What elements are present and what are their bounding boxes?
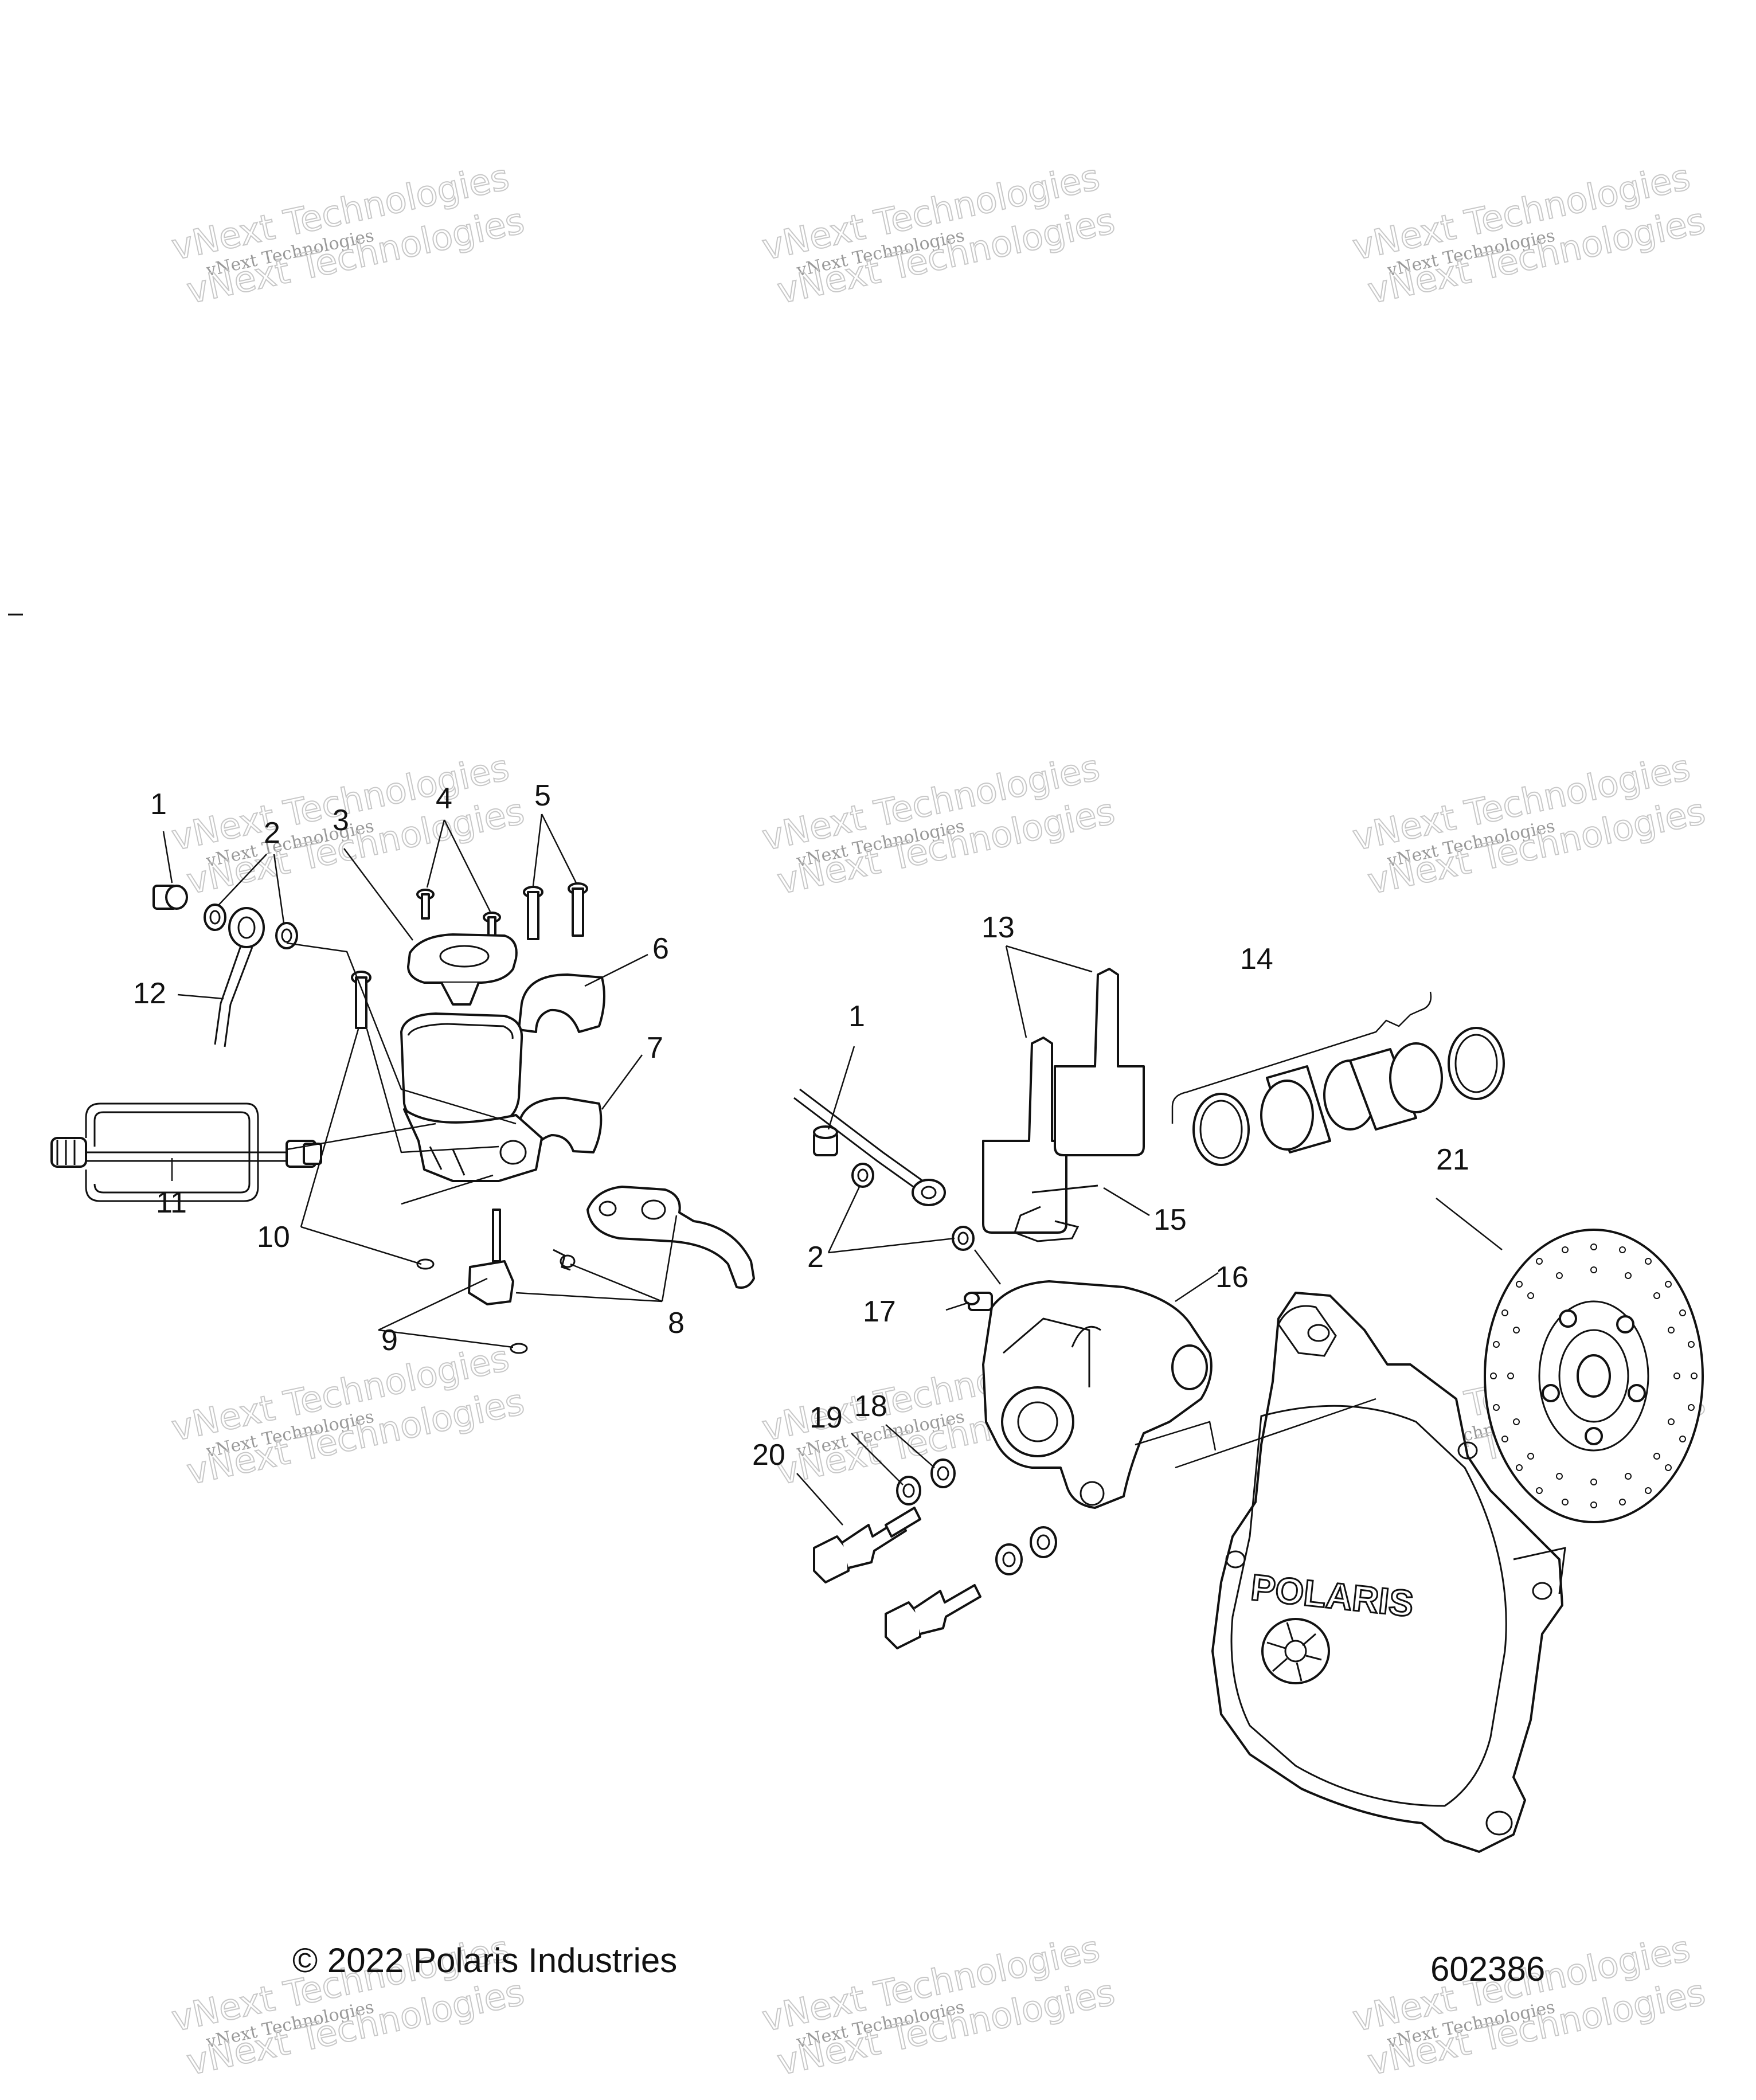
callout-labels: 1 2 3 4 5 6 7 8 9 10 11 12 13 14 15 16 1… bbox=[133, 779, 1469, 1472]
watermark: vNext Technologies vNext Technologies vN… bbox=[1348, 746, 1710, 903]
callout-17: 17 bbox=[863, 1295, 896, 1328]
brake-line-part bbox=[214, 907, 265, 1047]
callout-21: 21 bbox=[1436, 1143, 1469, 1176]
banjo-bolt-part bbox=[152, 885, 188, 910]
lever-clip-part bbox=[553, 1249, 576, 1271]
callout-12: 12 bbox=[133, 977, 166, 1010]
callout-20: 20 bbox=[752, 1438, 785, 1472]
callout-18: 18 bbox=[854, 1390, 887, 1423]
washer-hole bbox=[1002, 1551, 1016, 1567]
callout-4: 4 bbox=[436, 782, 452, 815]
watermark: vNext Technologies vNext Technologies vN… bbox=[167, 155, 529, 312]
bleeder-valve-part bbox=[964, 1292, 993, 1311]
disc-vent-holes bbox=[1490, 1243, 1698, 1508]
callout-2-right: 2 bbox=[807, 1241, 824, 1274]
washer-hole bbox=[902, 1483, 915, 1498]
master-cylinder-body-part bbox=[400, 1012, 543, 1182]
callout-2: 2 bbox=[264, 816, 280, 850]
callout-10: 10 bbox=[257, 1221, 290, 1254]
washer-part bbox=[952, 1226, 975, 1251]
reservoir-cap-part bbox=[407, 933, 518, 1006]
watermark: vNext Technologies vNext Technologies vN… bbox=[1348, 155, 1710, 312]
callout-15: 15 bbox=[1153, 1203, 1187, 1237]
washer-part bbox=[930, 1458, 956, 1488]
e-clip-part bbox=[416, 1258, 435, 1270]
brake-lever-part bbox=[586, 1186, 755, 1289]
clamp-bolt-part bbox=[523, 882, 588, 940]
upper-clamp-part bbox=[518, 973, 605, 1033]
washer-hole bbox=[857, 1168, 869, 1182]
brake-disc-part bbox=[1484, 1229, 1704, 1523]
callout-19: 19 bbox=[809, 1401, 843, 1434]
banjo-bolt-part bbox=[813, 1125, 838, 1156]
washer-hole bbox=[937, 1466, 949, 1481]
watermark: vNext Technologies vNext Technologies vN… bbox=[167, 1336, 529, 1493]
callout-11: 11 bbox=[156, 1186, 187, 1219]
callout-6: 6 bbox=[652, 932, 669, 965]
brake-pad-part bbox=[982, 968, 1145, 1234]
brake-switch-harness-part bbox=[50, 1102, 322, 1202]
pivot-pin-part bbox=[351, 971, 371, 1029]
callout-leaders bbox=[162, 814, 1503, 1526]
copyright-notice: © 2022 Polaris Industries bbox=[292, 1941, 677, 1980]
washer-part bbox=[1030, 1526, 1057, 1558]
assembly-leader bbox=[1135, 1421, 1217, 1451]
watermark: vNext Technologies vNext Technologies vN… bbox=[758, 1927, 1119, 2084]
washer-hole bbox=[209, 910, 221, 925]
watermark: vNext Technologies vNext Technologies vN… bbox=[758, 746, 1119, 903]
washer-part bbox=[851, 1163, 874, 1188]
master-cylinder-assembly bbox=[50, 882, 755, 1354]
callout-14: 14 bbox=[1240, 943, 1273, 976]
washer-hole bbox=[957, 1231, 969, 1245]
caliper-bolt-part bbox=[813, 1507, 981, 1649]
callout-1-right: 1 bbox=[848, 1000, 865, 1033]
brake-caliper-part bbox=[982, 1280, 1213, 1509]
caliper-piston-seal-part bbox=[1192, 1027, 1505, 1166]
washer-hole bbox=[281, 928, 292, 943]
switch-actuator-part bbox=[468, 1209, 528, 1354]
callout-3: 3 bbox=[333, 804, 349, 837]
callout-9: 9 bbox=[381, 1324, 398, 1357]
washer-part bbox=[995, 1543, 1023, 1575]
washer-hole bbox=[1037, 1534, 1050, 1550]
callout-1: 1 bbox=[150, 788, 167, 821]
caliper-assembly: POLARIS bbox=[793, 968, 1704, 1853]
pad-clip-part bbox=[1014, 1184, 1098, 1242]
callout-8: 8 bbox=[668, 1307, 685, 1340]
washer-part bbox=[204, 904, 226, 931]
callout-7: 7 bbox=[647, 1031, 663, 1065]
figure-number: 602386 bbox=[1430, 1950, 1545, 1988]
assembly-leader bbox=[1175, 1398, 1376, 1469]
washer-part bbox=[275, 922, 298, 949]
callout-13: 13 bbox=[981, 911, 1015, 944]
callout-5: 5 bbox=[534, 779, 551, 812]
watermark: vNext Technologies vNext Technologies vN… bbox=[758, 155, 1119, 312]
brake-line-part bbox=[793, 1088, 946, 1206]
gear-case-part: POLARIS bbox=[1211, 1292, 1566, 1853]
callout-16: 16 bbox=[1215, 1261, 1249, 1294]
washer-part bbox=[896, 1476, 921, 1505]
group-bracket bbox=[1171, 991, 1432, 1124]
